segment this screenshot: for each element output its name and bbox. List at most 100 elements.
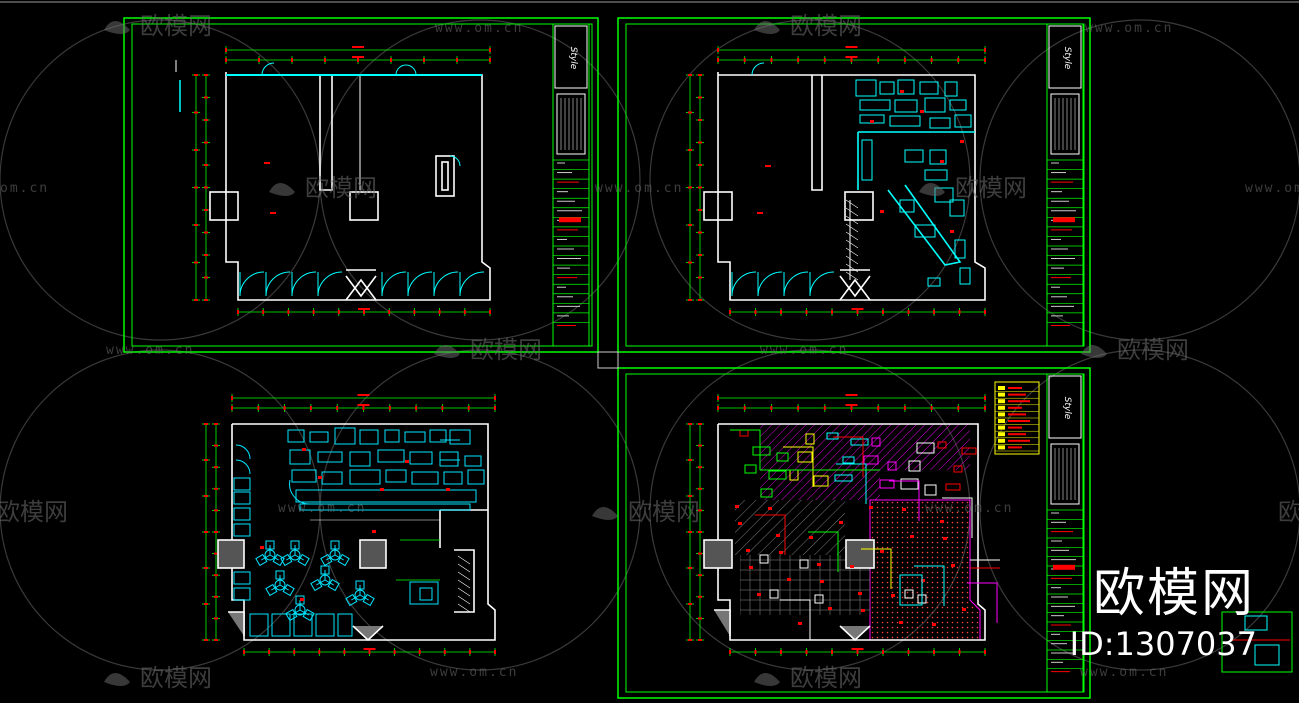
legend-label [1008, 406, 1022, 409]
sheet-frame-top-left [123, 17, 599, 353]
legend-swatch [998, 438, 1005, 443]
dimension-line [202, 423, 210, 641]
furniture-item [287, 429, 305, 443]
round-table [280, 540, 310, 567]
electrical-point [787, 578, 791, 581]
legend-swatch [998, 405, 1005, 410]
kitchen-equipment [919, 81, 939, 95]
ceiling-fixture [744, 464, 757, 474]
wire-run [942, 497, 973, 538]
kitchen-equipment [904, 149, 924, 163]
electrical-point [891, 594, 895, 597]
kitchen-equipment [959, 267, 971, 285]
dimension-line [717, 394, 986, 402]
wire-run [780, 599, 811, 640]
logo-text: Style [568, 47, 578, 70]
watermark-sofa-icon [754, 21, 780, 34]
ceiling-fixture [916, 442, 935, 454]
furniture-item [299, 503, 471, 511]
light-fixture [904, 589, 914, 599]
electrical-point [776, 534, 780, 537]
legend-label [1008, 400, 1030, 403]
furniture-item [464, 455, 482, 467]
furniture-item [334, 427, 356, 445]
furniture-item [321, 471, 343, 485]
watermark-brand: 欧模网 [140, 664, 212, 692]
ceiling-fixture [908, 460, 921, 472]
furniture-item [315, 613, 335, 637]
watermark-sofa-icon [104, 21, 130, 34]
ceiling-fixture [879, 479, 895, 489]
wire-run [836, 463, 867, 504]
dimension-line [225, 46, 491, 54]
model-id-overlay: ID:1307037 [1069, 625, 1257, 663]
furniture-item [293, 613, 313, 637]
furniture-item [233, 523, 251, 537]
kitchen-equipment [861, 139, 873, 181]
watermark-brand: 欧模网 [0, 498, 68, 526]
watermark-url: www.om.cn [925, 501, 1013, 516]
kitchen-equipment [897, 79, 915, 95]
door-arc [317, 271, 343, 297]
ceiling-fixture [797, 451, 813, 463]
door-arc [731, 271, 757, 297]
detail-drawing-right [1221, 611, 1293, 673]
ceiling-fixture [776, 452, 789, 462]
furniture-item [233, 571, 251, 585]
furniture-item [404, 431, 426, 443]
kitchen-equipment [954, 239, 966, 259]
kitchen-equipment [929, 117, 951, 129]
door-arc [261, 62, 275, 76]
electrical-point [921, 579, 925, 582]
wire-run [783, 446, 814, 487]
dimension-line [729, 308, 986, 316]
ceiling-fixture [760, 488, 773, 498]
furniture-item [249, 613, 269, 637]
electrical-point [858, 592, 862, 595]
ceiling-fixture [863, 455, 879, 465]
dimension-line [231, 404, 496, 412]
electrical-point [940, 520, 944, 523]
legend-swatch [998, 445, 1005, 450]
furniture-item [385, 469, 407, 483]
ceiling-fixture [945, 483, 961, 491]
plan-kitchen-top-right [703, 72, 986, 301]
dimension-line [729, 648, 986, 656]
kitchen-equipment [924, 169, 948, 181]
ceiling-fixture [900, 478, 919, 490]
dimension-line [237, 308, 491, 316]
kitchen-equipment [899, 199, 915, 213]
furniture-item [384, 429, 400, 443]
legend-label [1008, 387, 1022, 389]
door-arc [239, 271, 265, 297]
dimension-line [231, 394, 496, 402]
furniture-item [309, 431, 329, 443]
legend-swatch [998, 412, 1005, 417]
sheet-frame-top-right [617, 17, 1091, 353]
legend-label [1008, 393, 1026, 396]
ceiling-fixture [805, 433, 815, 445]
plan-furniture-bottom-left [217, 423, 496, 642]
furniture-item [233, 491, 251, 505]
dimension-line [225, 56, 491, 64]
furniture-item [233, 507, 251, 521]
wire-run [914, 565, 945, 606]
watermark-url: www.om.cn [1085, 21, 1173, 36]
legend-swatch [998, 419, 1005, 423]
watermark-brand: 欧模网 [790, 664, 862, 692]
watermark-brand: 欧模网 [628, 498, 700, 526]
electrical-point [809, 536, 813, 539]
furniture-item [349, 469, 381, 485]
furniture-item [359, 429, 379, 445]
ceiling-fixture [953, 465, 963, 473]
light-fixture [769, 589, 779, 599]
furniture-item [429, 429, 447, 443]
kitchen-equipment [914, 224, 936, 238]
ceiling-fixture [752, 446, 771, 456]
watermark-brand: 欧模网 [955, 174, 1027, 202]
ceiling-fixture [739, 429, 749, 437]
furniture-item [411, 471, 439, 485]
dimension-line [202, 74, 210, 301]
dimension-line [696, 423, 704, 641]
